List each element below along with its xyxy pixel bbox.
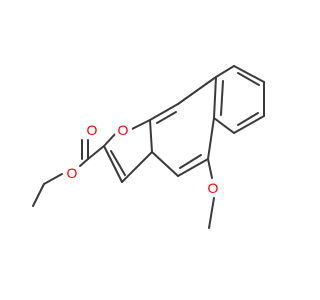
molecule-structure: O O O O: [32, 65, 265, 229]
bond-c3-c3a: [121, 151, 153, 183]
bond-c8-c7-inner: [237, 72, 260, 86]
bond-c4a-c8a: [213, 76, 217, 119]
bond-o1-c2: [103, 132, 117, 147]
atom-o-ester-label: O: [67, 165, 78, 181]
bond-c2-ccarbonyl: [87, 145, 105, 160]
atom-o-ester: O: [63, 164, 81, 182]
atom-o-carbonyl: O: [83, 121, 101, 139]
bond-c8a-c8: [215, 65, 235, 78]
bond-c9b-c9a-inner: [156, 111, 177, 124]
bond-c9b-o1: [131, 119, 151, 130]
bond-c2-c3-inner: [110, 150, 126, 176]
bond-c8a-c9b: [177, 76, 217, 105]
bond-c4a-c8a-inner: [220, 80, 224, 116]
bond-oester-ch2: [43, 173, 63, 185]
atom-o-carbonyl-label: O: [87, 122, 98, 138]
bond-c6-c5: [233, 115, 265, 134]
bond-c2-c3: [103, 145, 123, 183]
bond-c5-c4a: [213, 117, 235, 134]
bond-c5-c4: [177, 158, 209, 177]
atom-o-furan-label: O: [118, 122, 129, 138]
bond-c9b-c9a: [149, 103, 179, 121]
bond-omethoxy-ch3: [208, 197, 215, 229]
bond-c5-c4-inner: [179, 154, 202, 169]
bond-c4a-c5: [207, 117, 215, 160]
bond-ch2-ch3: [32, 183, 45, 207]
atom-o-methoxy: O: [204, 179, 222, 197]
bond-ccarbonyl-oester: [79, 158, 89, 167]
atom-o-furan: O: [114, 121, 132, 139]
bond-c8-c7: [233, 65, 265, 83]
bond-c6-c5-inner: [237, 112, 259, 126]
bond-c5-omethoxy: [207, 158, 213, 179]
bond-c4-c3a: [151, 151, 179, 177]
atom-o-methoxy-label: O: [208, 180, 219, 196]
bond-c3a-c9b: [149, 119, 153, 153]
